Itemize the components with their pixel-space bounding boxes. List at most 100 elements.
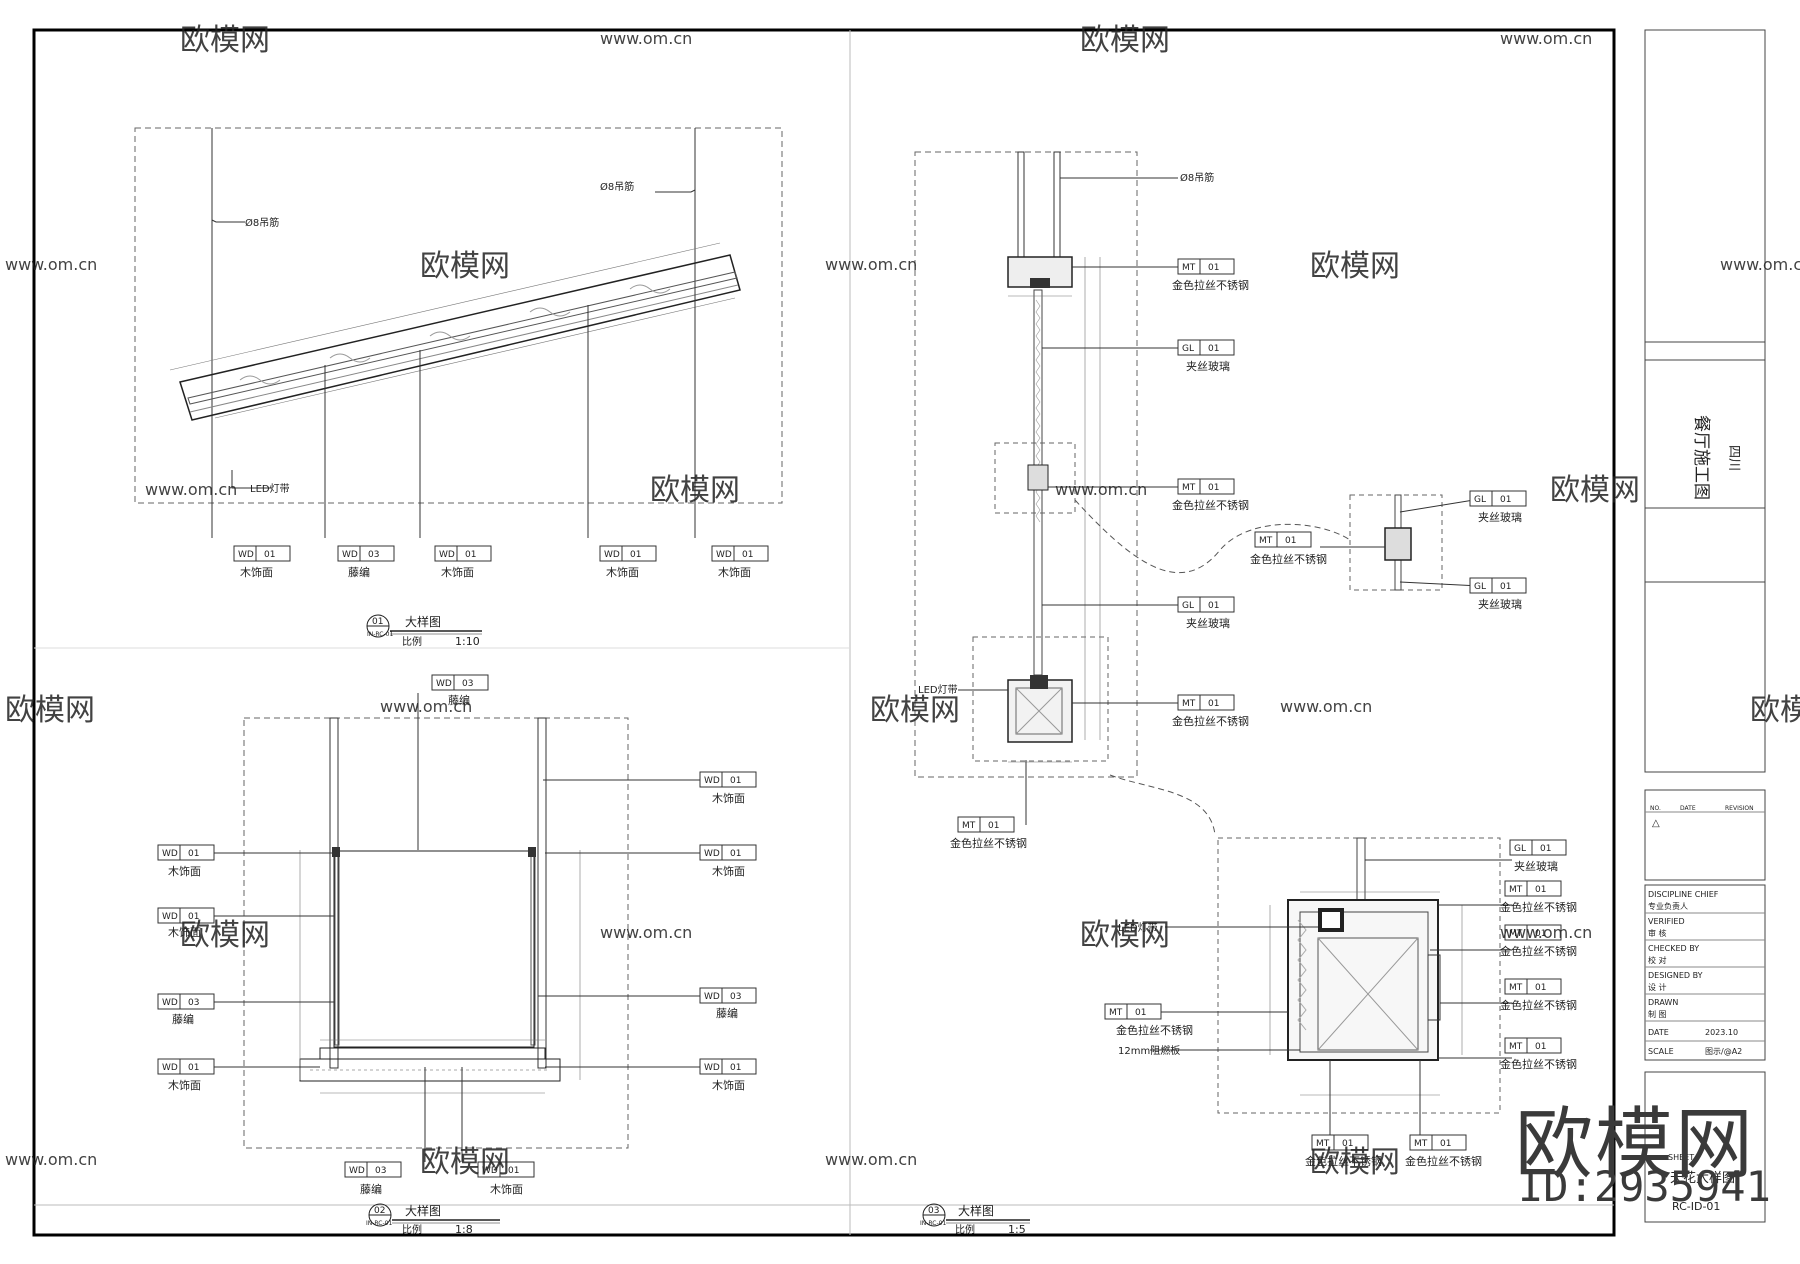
- svg-text:SCALE: SCALE: [1648, 1047, 1674, 1056]
- svg-text:金色拉丝不锈钢: 金色拉丝不锈钢: [1500, 1057, 1577, 1071]
- svg-text:www.om.cn: www.om.cn: [1055, 480, 1147, 499]
- svg-text:03: 03: [462, 679, 473, 689]
- svg-text:MT: MT: [1109, 1008, 1123, 1018]
- svg-text:01: 01: [630, 550, 641, 560]
- svg-text:MT: MT: [1509, 885, 1523, 895]
- svg-text:DATE: DATE: [1648, 1028, 1669, 1037]
- svg-text:01: 01: [1208, 263, 1219, 273]
- svg-text:WD: WD: [704, 1063, 720, 1073]
- svg-text:www.om.cn: www.om.cn: [1500, 29, 1592, 48]
- svg-text:01: 01: [264, 550, 275, 560]
- sheet-number: RC-ID-01: [1672, 1200, 1720, 1213]
- svg-text:03: 03: [928, 1206, 939, 1216]
- svg-text:MT: MT: [1509, 929, 1523, 939]
- svg-text:GL: GL: [1514, 844, 1526, 854]
- svg-text:WD: WD: [704, 992, 720, 1002]
- svg-text:金色拉丝不锈钢: 金色拉丝不锈钢: [1305, 1154, 1382, 1168]
- svg-text:SHEET: SHEET: [1668, 1153, 1694, 1162]
- svg-text:WD: WD: [704, 776, 720, 786]
- svg-text:藤编: 藤编: [448, 693, 470, 707]
- svg-text:藤编: 藤编: [348, 565, 370, 579]
- svg-text:金色拉丝不锈钢: 金色拉丝不锈钢: [1116, 1023, 1193, 1037]
- svg-text:www.om.cn: www.om.cn: [825, 255, 917, 274]
- detail-03-boundary: [914, 151, 1138, 778]
- svg-text:REVISION: REVISION: [1725, 805, 1754, 812]
- watermark-id: ID:2935941: [1518, 1162, 1771, 1211]
- svg-text:01: 01: [988, 821, 999, 831]
- detail-01-rod-note-a: Ø8吊筋: [245, 216, 279, 229]
- svg-text:01: 01: [188, 1063, 199, 1073]
- svg-text:DATE: DATE: [1680, 805, 1696, 812]
- svg-text:木饰面: 木饰面: [712, 1078, 745, 1092]
- svg-text:IN-RC-01: IN-RC-01: [920, 1220, 946, 1227]
- svg-text:CHECKED BY: CHECKED BY: [1648, 944, 1699, 953]
- svg-text:01: 01: [1135, 1008, 1146, 1018]
- svg-text:欧模网: 欧模网: [5, 693, 95, 728]
- svg-text:01: 01: [508, 1166, 519, 1176]
- svg-text:木饰面: 木饰面: [712, 791, 745, 805]
- svg-text:欧模网: 欧模网: [180, 23, 270, 58]
- svg-text:设 计: 设 计: [1648, 982, 1667, 992]
- svg-text:夹丝玻璃: 夹丝玻璃: [1514, 859, 1558, 873]
- svg-text:金色拉丝不锈钢: 金色拉丝不锈钢: [1172, 498, 1249, 512]
- svg-text:MT: MT: [1259, 536, 1273, 546]
- svg-text:01: 01: [188, 849, 199, 859]
- svg-text:欧模网: 欧模网: [1080, 23, 1170, 58]
- svg-text:金色拉丝不锈钢: 金色拉丝不锈钢: [950, 836, 1027, 850]
- svg-text:WD: WD: [439, 550, 455, 560]
- svg-text:△: △: [1652, 818, 1660, 829]
- svg-text:www.om.cn: www.om.cn: [5, 255, 97, 274]
- svg-text:01: 01: [1208, 483, 1219, 493]
- svg-text:审 核: 审 核: [1648, 928, 1667, 938]
- svg-text:WD: WD: [349, 1166, 365, 1176]
- svg-text:欧模网: 欧模网: [870, 693, 960, 728]
- svg-text:MT: MT: [1182, 699, 1196, 709]
- detail-03-rod-note: Ø8吊筋: [1180, 171, 1214, 184]
- svg-text:01: 01: [1535, 929, 1546, 939]
- detail-02-caption: 02 IN-RC-01 大样图 比例 1:8: [366, 1203, 500, 1236]
- svg-text:金色拉丝不锈钢: 金色拉丝不锈钢: [1500, 944, 1577, 958]
- outer-frame: [32, 28, 1616, 1237]
- detail-03-led-note-b: LED灯带: [1118, 922, 1158, 934]
- svg-text:www.om.cn: www.om.cn: [825, 1150, 917, 1169]
- svg-text:www.om.cn: www.om.cn: [380, 697, 472, 716]
- location: 四川: [1726, 445, 1741, 471]
- svg-text:01: 01: [742, 550, 753, 560]
- svg-text:MT: MT: [1414, 1139, 1428, 1149]
- svg-text:木饰面: 木饰面: [718, 565, 751, 579]
- svg-text:01: 01: [1500, 582, 1511, 592]
- svg-text:03: 03: [730, 992, 741, 1002]
- svg-text:欧模网: 欧模网: [420, 249, 510, 284]
- svg-text:欧模网: 欧模网: [1550, 473, 1640, 508]
- svg-text:DISCIPLINE CHIEF: DISCIPLINE CHIEF: [1648, 890, 1719, 899]
- detail-03: [914, 151, 1512, 1142]
- detail-03-led-note-a: LED灯带: [918, 684, 958, 696]
- svg-text:MT: MT: [962, 821, 976, 831]
- svg-text:MT: MT: [1509, 1042, 1523, 1052]
- svg-text:NO.: NO.: [1650, 805, 1661, 812]
- svg-text:01: 01: [730, 1063, 741, 1073]
- svg-text:1:10: 1:10: [455, 635, 480, 648]
- svg-text:WD: WD: [604, 550, 620, 560]
- svg-text:金色拉丝不锈钢: 金色拉丝不锈钢: [1405, 1154, 1482, 1168]
- detail-02-boundary: [243, 717, 629, 1149]
- svg-text:02: 02: [374, 1206, 385, 1216]
- sloped-ceiling-board: [179, 254, 741, 421]
- svg-text:01: 01: [1208, 699, 1219, 709]
